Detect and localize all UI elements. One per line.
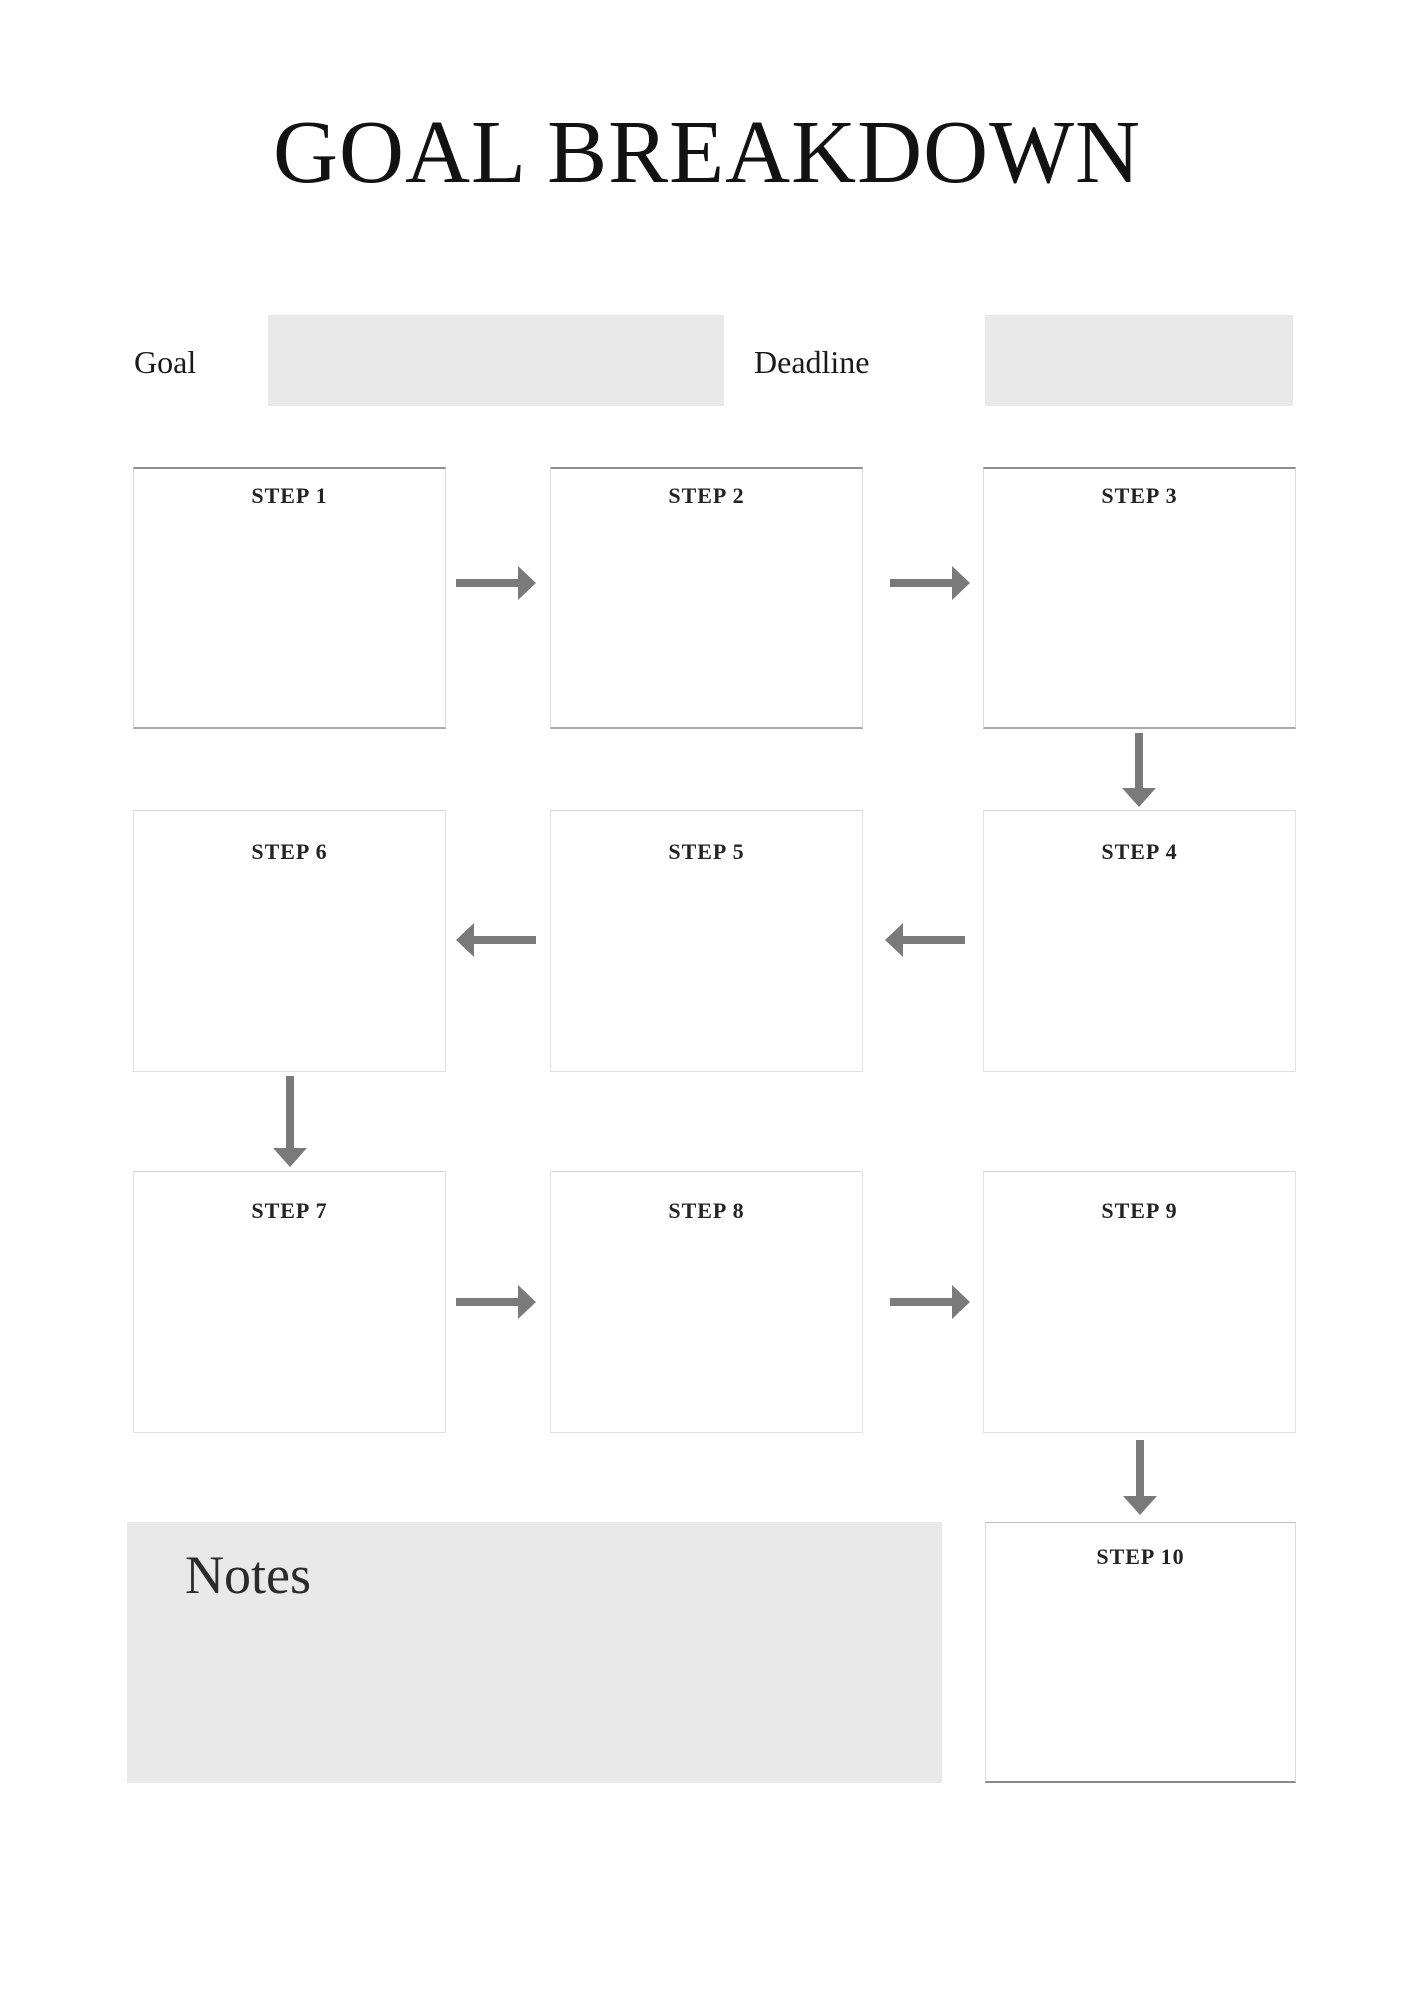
step-3-label: STEP 3 (1101, 483, 1178, 508)
deadline-label: Deadline (754, 344, 870, 380)
step-1-box[interactable]: STEP 1 (133, 467, 446, 729)
notes-box[interactable]: Notes (127, 1522, 942, 1783)
step-4-box[interactable]: STEP 4 (983, 810, 1296, 1072)
arrow-left-icon (456, 923, 536, 962)
arrow-down-icon (273, 1076, 307, 1172)
goal-input[interactable] (268, 315, 724, 406)
step-8-box[interactable]: STEP 8 (550, 1171, 863, 1433)
step-7-box[interactable]: STEP 7 (133, 1171, 446, 1433)
step-7-label: STEP 7 (251, 1198, 328, 1223)
step-4-label: STEP 4 (1101, 839, 1178, 864)
arrow-right-icon (456, 566, 536, 605)
arrow-down-icon (1123, 1440, 1157, 1520)
arrow-left-icon (885, 923, 965, 962)
step-10-label: STEP 10 (1096, 1544, 1185, 1569)
goal-label: Goal (134, 344, 197, 380)
step-3-box[interactable]: STEP 3 (983, 467, 1296, 729)
step-1-label: STEP 1 (251, 483, 328, 508)
arrow-right-icon (890, 1285, 970, 1324)
step-5-box[interactable]: STEP 5 (550, 810, 863, 1072)
step-10-box[interactable]: STEP 10 (985, 1522, 1296, 1783)
step-5-label: STEP 5 (668, 839, 745, 864)
step-9-box[interactable]: STEP 9 (983, 1171, 1296, 1433)
page-title: GOAL BREAKDOWN (272, 103, 1142, 202)
arrow-right-icon (456, 1285, 536, 1324)
arrow-down-icon (1122, 733, 1156, 812)
deadline-input[interactable] (985, 315, 1293, 406)
step-6-box[interactable]: STEP 6 (133, 810, 446, 1072)
step-8-label: STEP 8 (668, 1198, 745, 1223)
arrow-right-icon (890, 566, 970, 605)
notes-label: Notes (185, 1545, 311, 1605)
step-6-label: STEP 6 (251, 839, 328, 864)
step-2-box[interactable]: STEP 2 (550, 467, 863, 729)
step-9-label: STEP 9 (1101, 1198, 1178, 1223)
step-2-label: STEP 2 (668, 483, 745, 508)
